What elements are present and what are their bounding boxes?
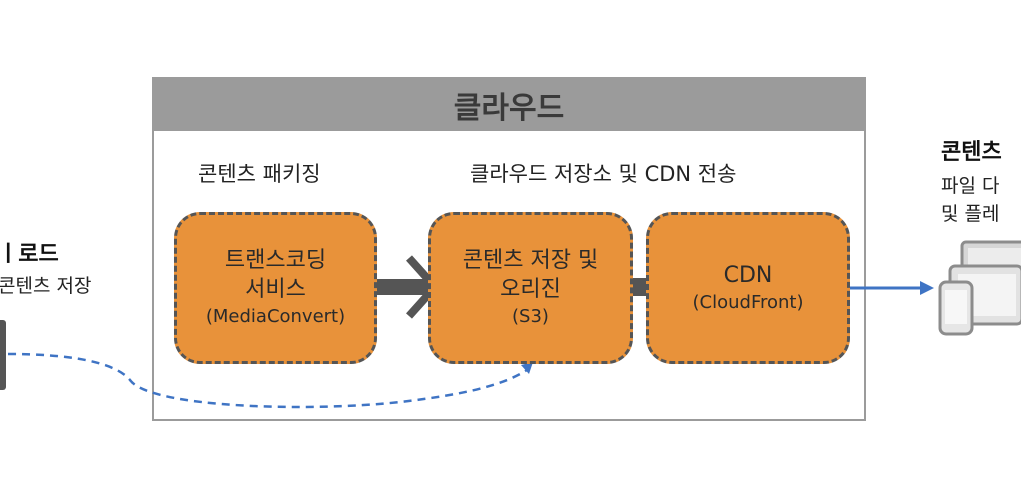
transcoding-line2: 서비스 — [245, 277, 306, 302]
delivery-line2: 및 플레 — [941, 203, 1000, 225]
cloud-header: 클라우드 — [154, 79, 864, 131]
device-icon — [938, 240, 1021, 336]
arrow-cdn-to-devices-head — [920, 281, 934, 295]
source-device-partial — [0, 320, 6, 390]
transcoding-sub: (MediaConvert) — [205, 306, 346, 327]
connector-storage-to-cdn — [632, 278, 648, 296]
storage-origin-box: 콘텐츠 저장 및 오리진 (S3) — [428, 212, 633, 364]
delivery-line1: 파일 다 — [941, 175, 1000, 197]
delivery-title: 콘텐츠 — [941, 140, 1002, 165]
transcoding-service-box: 트랜스코딩 서비스 (MediaConvert) — [174, 212, 377, 364]
upload-dashed-arrowhead — [521, 362, 533, 374]
cdn-line1: CDN — [723, 262, 773, 288]
upload-title: ㅣ로드 — [0, 242, 59, 267]
storage-sub: (S3) — [512, 306, 549, 327]
storage-line2: 오리진 — [500, 277, 561, 302]
transcoding-line1: 트랜스코딩 — [224, 248, 327, 273]
cdn-sub: (CloudFront) — [692, 291, 804, 313]
storage-line1: 콘텐츠 저장 및 — [462, 248, 599, 273]
arrow-transcode-to-storage-shaft — [376, 279, 428, 295]
section-storage-label: 클라우드 저장소 및 CDN 전송 — [470, 162, 737, 186]
upload-dashed-path — [7, 352, 528, 409]
cdn-box: CDN (CloudFront) — [646, 212, 850, 364]
section-packaging-label: 콘텐츠 패키징 — [198, 162, 321, 186]
upload-subtitle: 콘텐츠 저장 — [0, 275, 92, 297]
